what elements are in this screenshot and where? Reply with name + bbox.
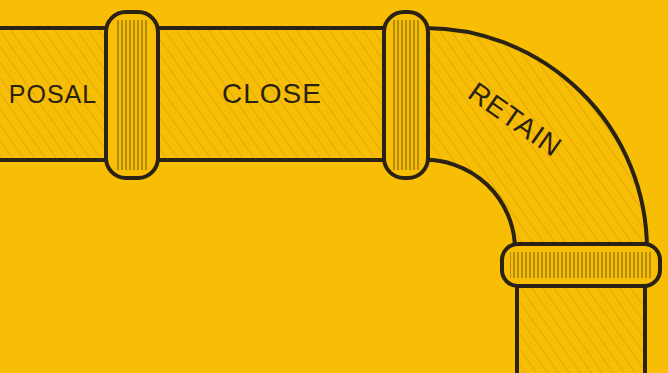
pipe-segment: CLOSE xyxy=(160,30,384,158)
pipe-segment: POSAL xyxy=(2,30,104,158)
segment-label: CLOSE xyxy=(222,78,322,110)
segment-label: POSAL xyxy=(9,80,97,109)
